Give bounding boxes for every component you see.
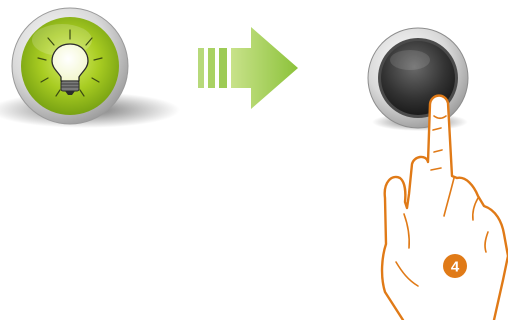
arrow-right-icon (198, 27, 298, 109)
light-indicator (0, 8, 180, 128)
step-number: 4 (451, 259, 460, 276)
push-button (368, 28, 468, 131)
step-badge: 4 (443, 254, 467, 278)
